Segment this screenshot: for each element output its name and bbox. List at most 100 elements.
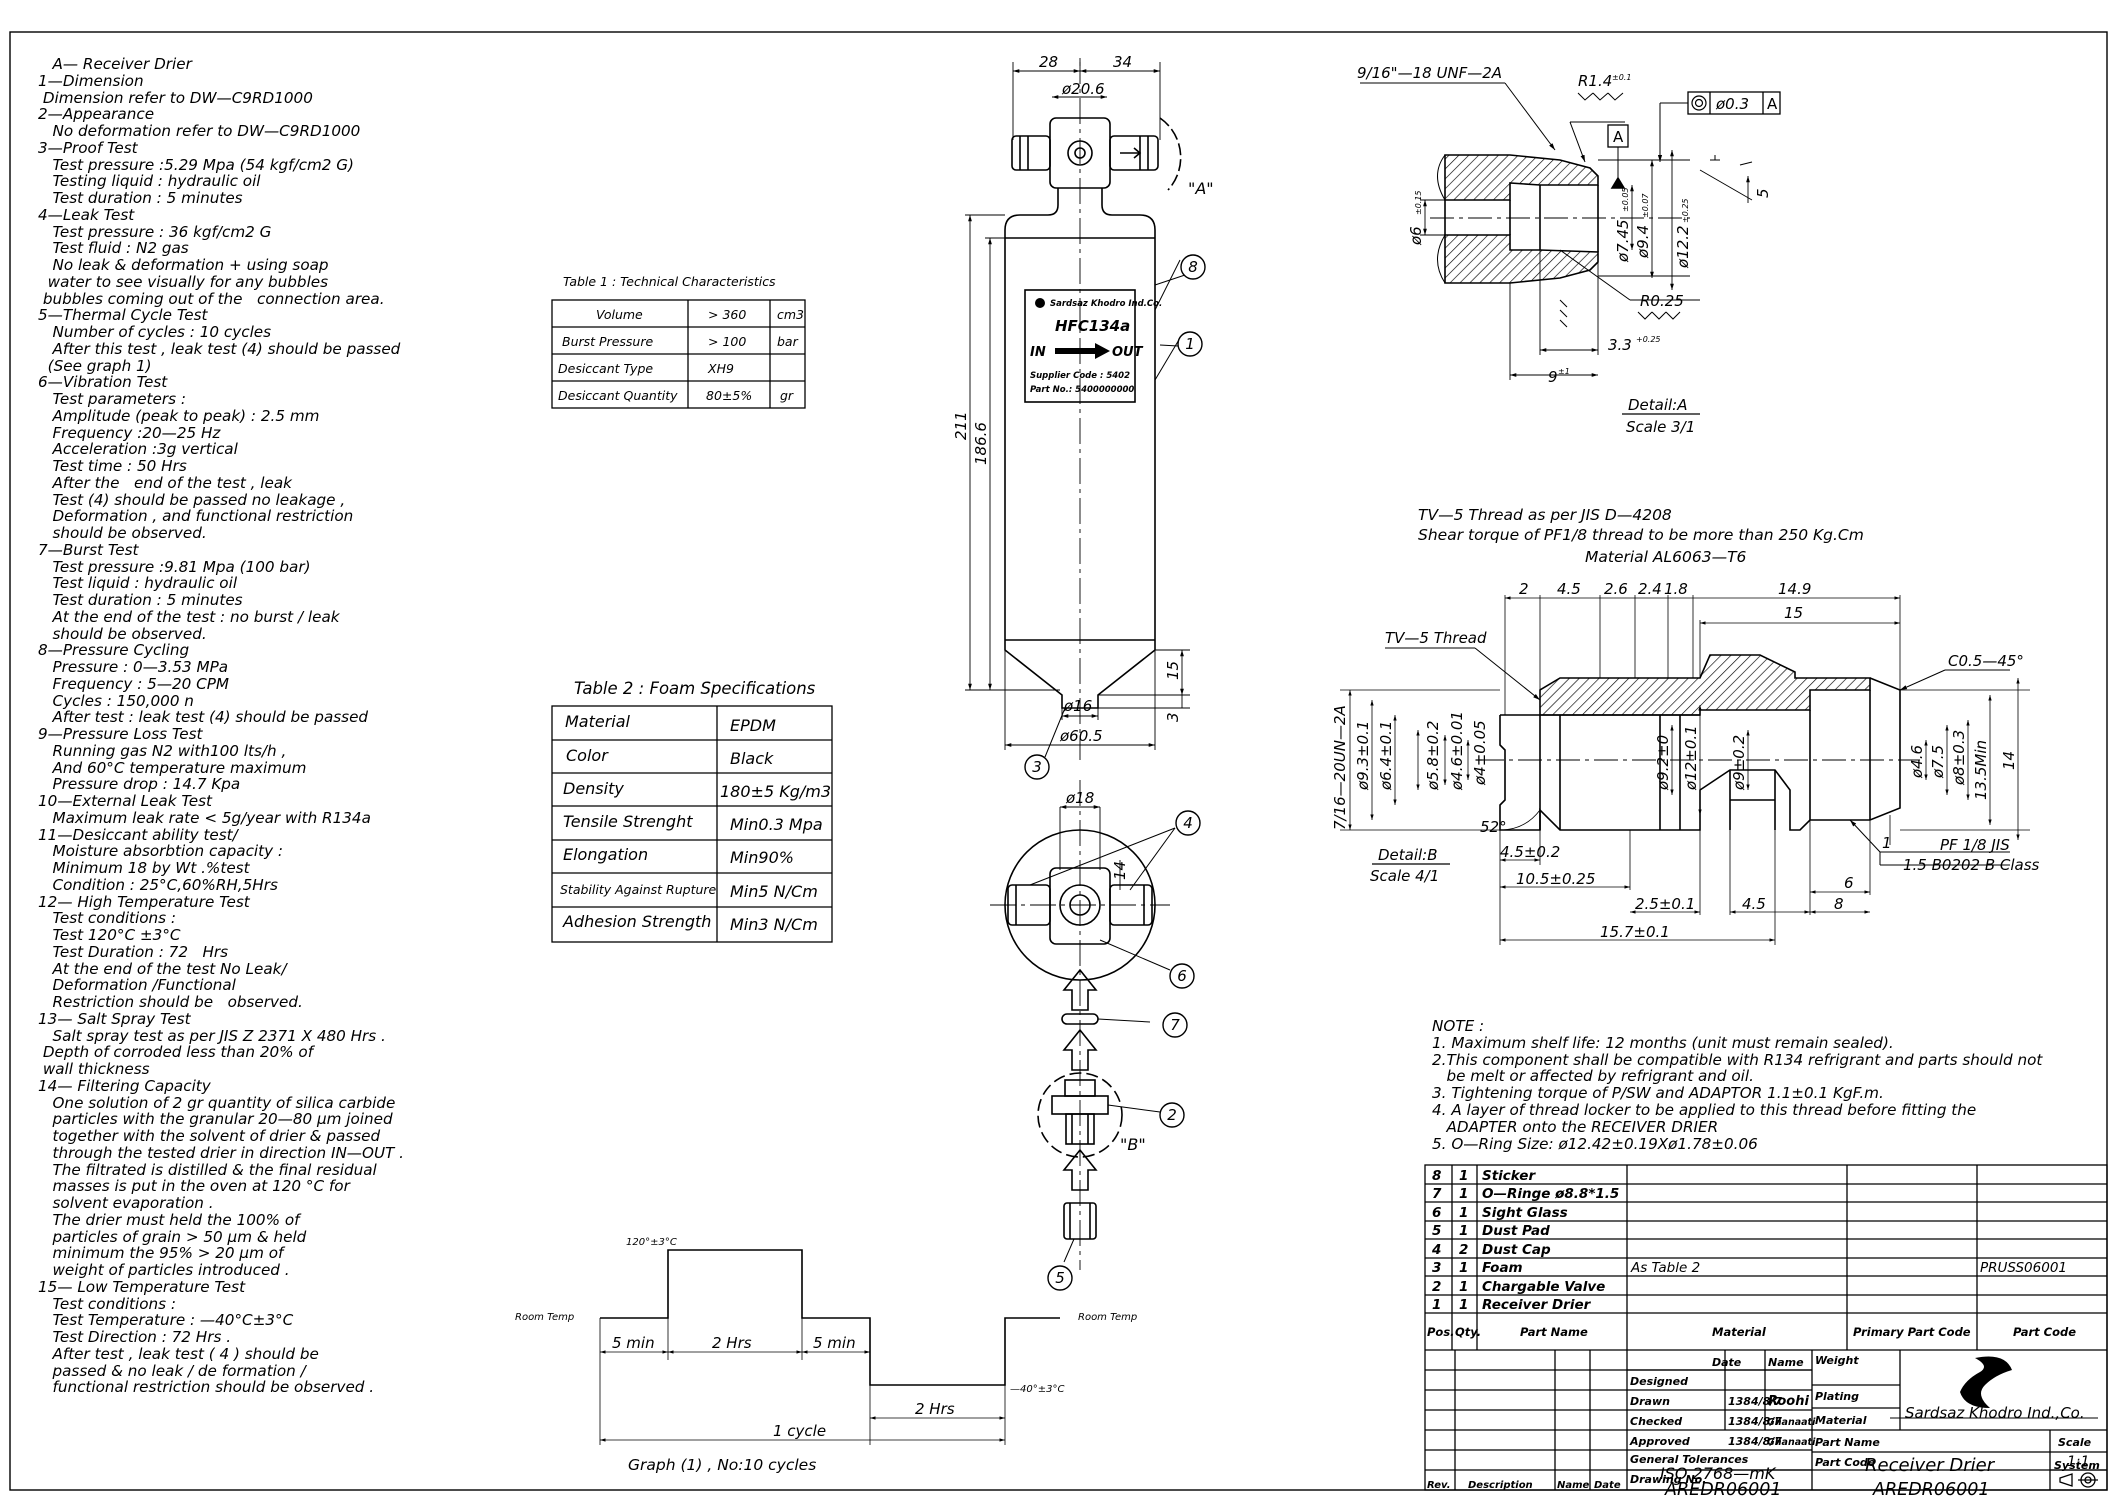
spec-note-line: Number of cycles : 10 cycles (38, 323, 272, 341)
tb-approved-date: 1384/8/7 (1728, 1435, 1782, 1448)
spec-note-line: Test pressure :5.29 Mpa (54 kgf/cm2 G) (38, 155, 354, 174)
spec-note-line: Pressure : 0—3.53 MPa (38, 658, 229, 676)
detail-b-chamfer: C0.5—45° (1948, 652, 2024, 670)
sticker-company: Sardsaz Khodro Ind.Co. (1050, 299, 1162, 309)
tb-plating: Plating (1815, 1390, 1859, 1403)
detail-b-dim-15-7: 15.7±0.1 (1600, 923, 1670, 941)
spec-note-line: 3—Proof Test (38, 138, 138, 157)
table2-r5-c1: Min5 N/Cm (730, 882, 818, 901)
spec-note-line: At the end of the test No Leak/ (38, 959, 287, 978)
spec-note-line: bubbles coming out of the connection are… (38, 289, 385, 308)
detail-b-d9: ø9±0.2 (1730, 735, 1748, 791)
detail-b-dim-4-5: 4.5 (1557, 580, 1581, 598)
foam-specifications-table: Table 2 : Foam Specifications Material E… (551, 679, 833, 943)
table2-r4-c0: Elongation (563, 845, 648, 864)
detail-a-reference: "A" (1188, 179, 1214, 198)
spec-note-line: Salt spray test as per JIS Z 2371 X 480 … (38, 1026, 386, 1045)
table1-r1-c0: Burst Pressure (562, 334, 653, 349)
spec-note-line: 6—Vibration Test (38, 373, 168, 392)
spec-note-line: Test duration : 5 minutes (38, 189, 243, 207)
tb-date: Date (1594, 1480, 1621, 1491)
tb-material: Material (1815, 1414, 1867, 1427)
detail-b-dim-6: 6 (1844, 874, 1854, 892)
parts-pos-8: 8 (1432, 1168, 1441, 1184)
table2-r2-c0: Density (563, 779, 624, 798)
parts-qty-5: 1 (1459, 1223, 1468, 1239)
dim-d9-4-tol: ±0.07 (1641, 193, 1650, 218)
item-balloons (1024, 254, 1206, 1291)
tb-checked: Checked (1630, 1415, 1682, 1428)
table1-r0-c2: cm3 (777, 307, 804, 322)
header-part-code: Part Code (2013, 1325, 2076, 1339)
dim-d12-2-tol: ±0.25 (1681, 198, 1690, 223)
dim-r0-25: R0.25 (1640, 292, 1684, 310)
detail-b-scale: Scale 4/1 (1370, 867, 1439, 885)
detail-b-reference: "B" (1120, 1135, 1146, 1154)
table1-r2-c0: Desiccant Type (558, 361, 653, 376)
tb-scale: 1:1 (2067, 1454, 2090, 1470)
parts-qty-7: 1 (1459, 1186, 1468, 1202)
table2-title: Table 2 : Foam Specifications (574, 679, 816, 698)
parts-qty-6: 1 (1459, 1205, 1468, 1221)
parts-pos-7: 7 (1432, 1186, 1442, 1202)
spec-note-line: Testing liquid : hydraulic oil (38, 172, 261, 191)
spec-note-line: Acceleration :3g vertical (38, 440, 238, 459)
spec-note-line: (See graph 1) (38, 356, 152, 375)
dim-9-tol: ±1 (1558, 367, 1570, 376)
dim-186-6: 186.6 (972, 422, 990, 465)
dim-3-3-tol: +0.25 (1636, 335, 1661, 344)
spec-note-line: 9—Pressure Loss Test (38, 725, 203, 743)
detail-b-d9-2: ø9.2±0 (1654, 735, 1672, 791)
graph-seg-2: 2 Hrs (712, 1334, 752, 1352)
parts-name-1: Receiver Drier (1482, 1297, 1592, 1313)
receiver-drier-view (965, 58, 1190, 760)
parts-list-and-title-block (1424, 1164, 2108, 1491)
sticker-arrow-icon (1055, 343, 1110, 359)
spec-note-line: Test liquid : hydraulic oil (38, 574, 238, 593)
note-line-5: 4. A layer of thread locker to be applie… (1432, 1100, 1977, 1119)
detail-b-title: Detail:B (1378, 846, 1438, 864)
dim-9: 9 (1548, 368, 1558, 386)
spec-note-line: 4—Leak Test (38, 205, 135, 224)
parts-pos-5: 5 (1432, 1223, 1441, 1239)
spec-note-line: Test fluid : N2 gas (38, 239, 189, 258)
spec-note-line: Test conditions : (38, 909, 176, 928)
note-line-6: ADAPTER onto the RECEIVER DRIER (1432, 1117, 1719, 1136)
detail-b-d4-6r: ø4.6 (1908, 745, 1926, 779)
spec-note-line: Running gas N2 with100 lts/h , (38, 741, 287, 760)
table1-r3-c0: Desiccant Quantity (558, 388, 678, 403)
header-primary-part-code: Primary Part Code (1853, 1325, 1971, 1339)
detail-b-dim-4-5b: 4.5±0.2 (1500, 843, 1560, 861)
note-line-1: 1. Maximum shelf life: 12 months (unit m… (1432, 1033, 1894, 1052)
parts-list-rows: 8 1 Sticker 7 1 O—Ringe ø8.8*1.5 6 1 Sig… (1431, 1168, 2067, 1313)
balloon-4: 4 (1183, 814, 1193, 832)
dim-d6: ø6 (1407, 226, 1425, 246)
tb-drawing-no-header: Drawing No. (1630, 1473, 1706, 1486)
tb-weight: Weight (1815, 1354, 1859, 1367)
detail-b-dim-2: 2 (1519, 580, 1529, 598)
dim-3-3: 3.3 (1608, 336, 1632, 354)
spec-note-line: 15— Low Temperature Test (38, 1277, 246, 1296)
detail-b-dim-2-4: 2.4 (1638, 580, 1662, 598)
spec-note-line: And 60°C temperature maximum (38, 758, 307, 777)
tb-checked-name: Ghanaati (1767, 1417, 1816, 1428)
parts-primary-code-3: PRUSS06001 (1980, 1260, 2067, 1276)
balloon-6: 6 (1177, 967, 1187, 985)
graph-seg-3: 5 min (813, 1334, 856, 1352)
spec-note-line: Depth of corroded less than 20% of (38, 1043, 314, 1062)
balloon-8: 8 (1188, 258, 1198, 276)
spec-note-line: particles with the granular 20—80 µm joi… (38, 1110, 393, 1129)
spec-note-line: Frequency : 5—20 CPM (38, 674, 230, 693)
spec-note-line: Cycles : 150,000 n (38, 691, 194, 710)
header-part-name: Part Name (1520, 1325, 1588, 1339)
table1-r0-c1: > 360 (708, 307, 746, 322)
notes-heading: NOTE : (1432, 1017, 1485, 1035)
tb-general-tolerances-value: ISO 2768—mK (1660, 1464, 1777, 1483)
parts-name-5: Dust Pad (1482, 1223, 1550, 1239)
spec-note-line: Test pressure :9.81 Mpa (100 bar) (38, 557, 311, 576)
dim-3: 3 (1164, 712, 1182, 722)
table2-r0-c1: EPDM (730, 716, 776, 735)
note-line-3: be melt or affected by refrigrant and oi… (1432, 1067, 1754, 1086)
detail-b-d5-8: ø5.8±0.2 (1424, 721, 1442, 791)
parts-pos-6: 6 (1432, 1205, 1441, 1221)
